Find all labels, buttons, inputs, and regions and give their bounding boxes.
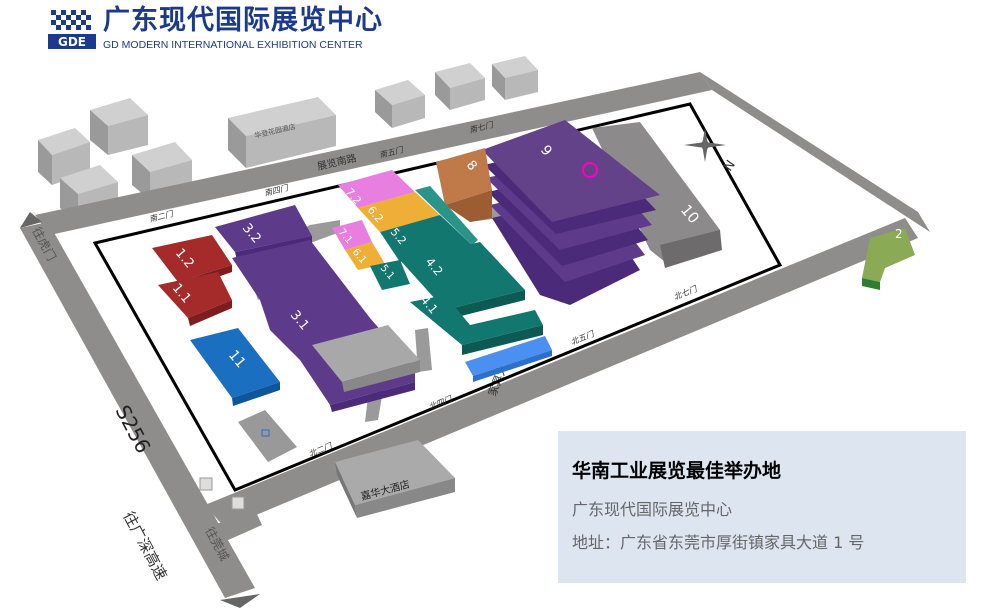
parking-lot[interactable] [238,410,297,462]
compass-north-label: N [721,158,739,175]
surrounding-buildings: 华登花园酒店 [38,56,538,222]
bus-stop-icon [199,477,245,510]
road-label-to-guangshen: 往广深高速 [119,508,170,583]
parking-icon [261,429,270,437]
info-venue-name: 广东现代国际展览中心 [572,500,733,519]
info-title: 华南工业展览最佳举办地 [572,460,782,482]
info-address: 地址：广东省东莞市厚街镇家具大道 1 号 [572,533,865,552]
hall-5-1[interactable]: 5.1 [370,260,410,290]
logo-name-cn: 广东现代国际展览中心 [103,5,383,36]
hall-11[interactable]: 11 [190,328,280,406]
svg-text:2: 2 [895,227,903,241]
jiahua-hotel[interactable]: 嘉华大酒店 [335,440,455,518]
hall-4-1[interactable]: 4.1 [410,293,543,355]
hall-4-2[interactable]: 4.2 [400,242,525,320]
hall-2[interactable]: 2 [862,227,915,290]
furniture-mall-building [465,336,552,382]
hall-6-1[interactable]: 6.1 [345,242,385,270]
compass-icon: N [684,128,739,174]
logo-abbr: GDE [58,35,86,49]
hall-7-1[interactable]: 7.1 [332,220,372,250]
logo-name-en: GD MODERN INTERNATIONAL EXHIBITION CENTE… [103,39,363,51]
info-box: 华南工业展览最佳举办地 广东现代国际展览中心 地址：广东省东莞市厚街镇家具大道 … [558,431,966,583]
central-connector [312,325,420,392]
expo-logo-icon [582,162,598,178]
hall-8[interactable]: 8 [436,148,492,222]
hall-1-1[interactable]: 1.1 [158,272,232,326]
hall-6-2[interactable]: 6.2 [358,192,440,232]
hall-9[interactable]: 9 [482,120,660,305]
gde-logo-icon: GDE [48,10,96,49]
logo: GDE 广东现代国际展览中心 GD MODERN INTERNATIONAL E… [45,6,405,56]
